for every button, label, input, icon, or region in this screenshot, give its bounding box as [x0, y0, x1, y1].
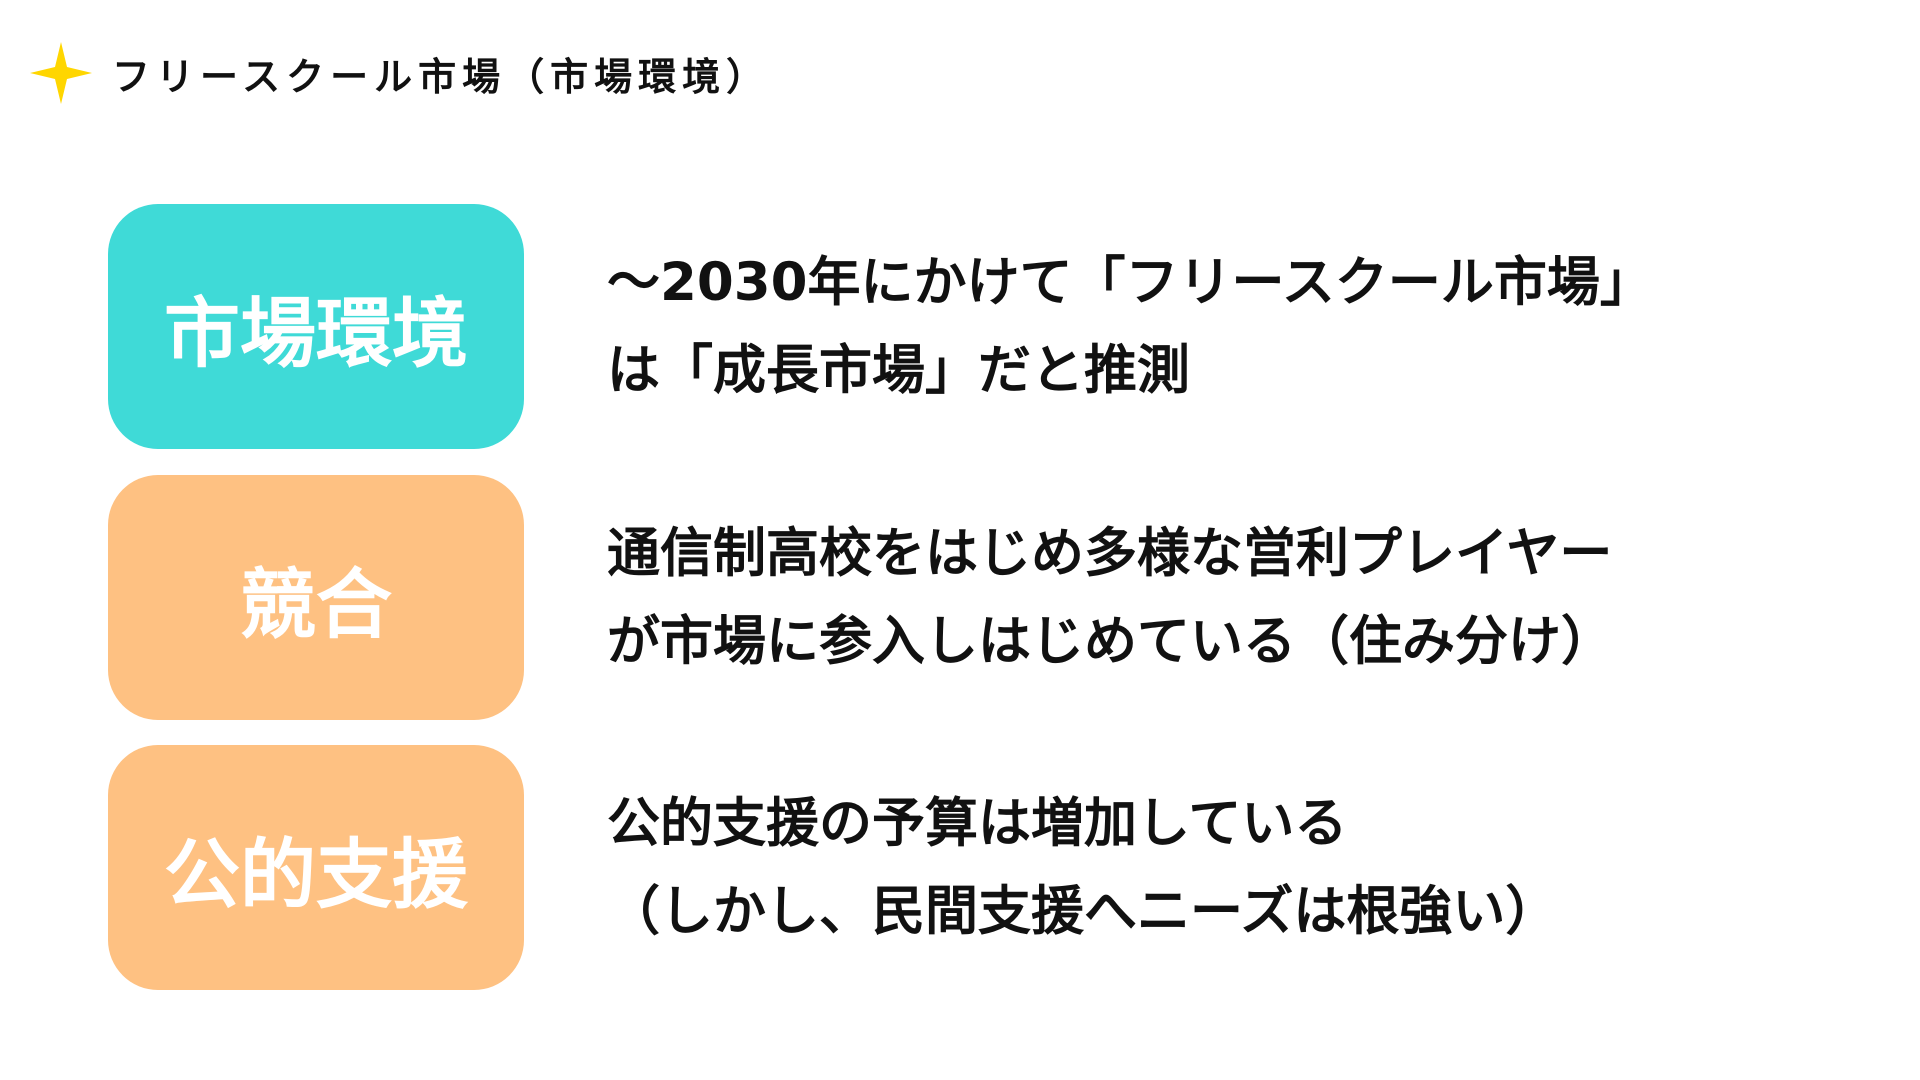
row-description: 通信制高校をはじめ多様な営利プレイヤー が市場に参入しはじめている（住み分け） — [607, 510, 1614, 686]
slide-title: フリースクール市場（市場環境） — [112, 54, 771, 99]
description-line: 〜2030年にかけて「フリースクール市場」 — [607, 251, 1653, 313]
slide-header: フリースクール市場（市場環境） — [30, 42, 770, 104]
row-market-environment: 市場環境 〜2030年にかけて「フリースクール市場」 は「成長市場」だと推測 — [108, 204, 1653, 449]
description-line: が市場に参入しはじめている（住み分け） — [607, 610, 1614, 672]
description-line: 通信制高校をはじめ多様な営利プレイヤー — [607, 522, 1613, 584]
description-line: は「成長市場」だと推測 — [607, 339, 1190, 401]
row-description: 公的支援の予算は増加している （しかし、民間支援へニーズは根強い） — [607, 780, 1558, 956]
sparkle-star-icon — [30, 42, 92, 104]
row-description: 〜2030年にかけて「フリースクール市場」 は「成長市場」だと推測 — [607, 239, 1653, 415]
row-competition: 競合 通信制高校をはじめ多様な営利プレイヤー が市場に参入しはじめている（住み分… — [108, 475, 1614, 720]
description-line: （しかし、民間支援へニーズは根強い） — [607, 880, 1559, 942]
row-public-support: 公的支援 公的支援の予算は増加している （しかし、民間支援へニーズは根強い） — [108, 745, 1558, 990]
category-badge: 市場環境 — [108, 204, 524, 449]
category-badge: 公的支援 — [108, 745, 524, 990]
description-line: 公的支援の予算は増加している — [607, 792, 1348, 854]
category-badge: 競合 — [108, 475, 524, 720]
